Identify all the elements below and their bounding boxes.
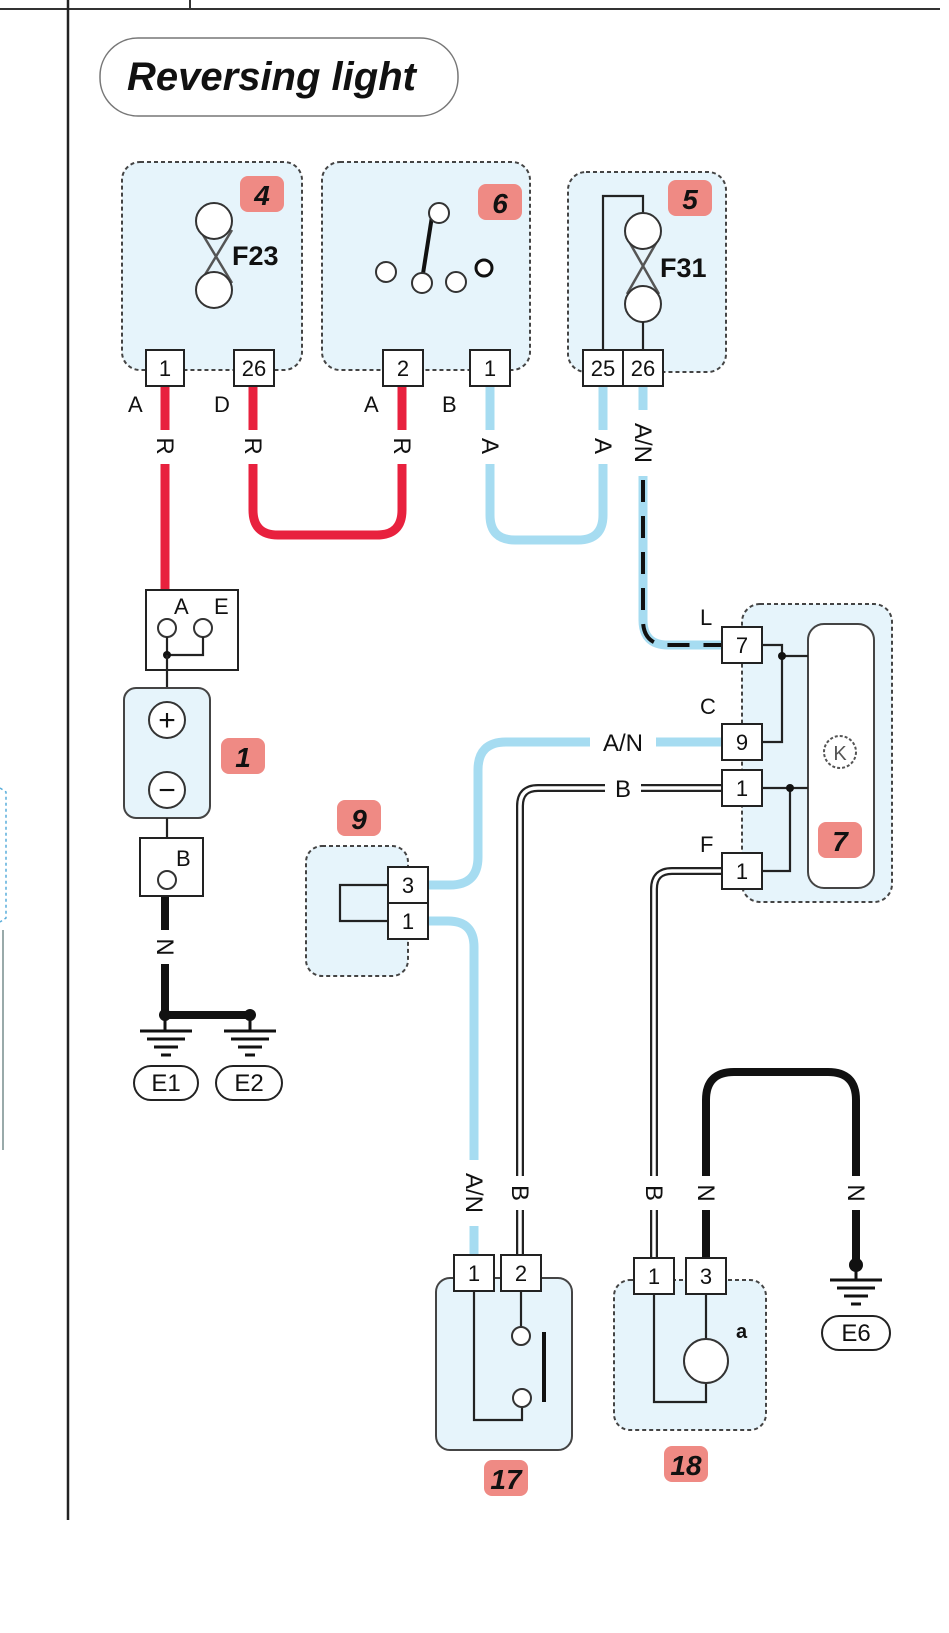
component-badge-7: 7	[832, 826, 849, 857]
wire-code-blue2: A	[589, 438, 616, 454]
letter-7-c: C	[700, 694, 716, 719]
pin-17-1: 1	[468, 1261, 480, 1286]
n-wire-ground	[702, 1068, 860, 1265]
fuse-label-f23: F23	[232, 241, 279, 271]
pin-7-9: 9	[736, 730, 748, 755]
wire-code-red1: R	[151, 437, 178, 454]
letter-battery-e: E	[214, 594, 229, 619]
pin-9-3: 3	[402, 873, 414, 898]
svg-text:K: K	[833, 743, 847, 765]
letter-7-l: L	[700, 605, 712, 630]
component-18-lamp: 1 3 a 18	[613, 1257, 767, 1482]
ground-label-e6: E6	[841, 1320, 870, 1347]
title-badge: Reversing light	[99, 37, 459, 117]
wire-code-b-horizontal: B	[615, 776, 631, 803]
ground-e6: E6	[821, 1265, 891, 1351]
component-7-control-unit: K 7 7 9 1 1 L C F	[700, 603, 893, 903]
wire-code-an-vertical: A/N	[629, 423, 656, 463]
wire-code-blue1: A	[476, 438, 503, 454]
component-badge-5: 5	[682, 184, 698, 215]
component-badge-4: 4	[253, 180, 270, 211]
wire-code-an-horizontal: A/N	[603, 730, 643, 757]
component-9-connector: 9 3 1	[305, 800, 429, 977]
component-1-battery: A E + − 1 B	[123, 589, 265, 897]
wire-code-red3: R	[388, 437, 415, 454]
pin-4-1: 1	[159, 356, 171, 381]
component-badge-17: 17	[490, 1464, 523, 1495]
pin-4-26: 26	[242, 356, 266, 381]
pin-7-1b: 1	[736, 859, 748, 884]
switch-icon	[375, 202, 494, 294]
pin-5-26: 26	[631, 356, 655, 381]
component-6-switch: 6 2 1 A B	[321, 161, 531, 417]
page-title: Reversing light	[127, 55, 418, 99]
pin-5-25: 25	[591, 356, 615, 381]
ground-label-e1: E1	[151, 1070, 180, 1097]
page-frame	[0, 0, 940, 1520]
pin-18-3: 3	[700, 1264, 712, 1289]
letter-7-f: F	[700, 832, 713, 857]
letter-6-a: A	[364, 392, 379, 417]
wire-labels: R R R A A A/N A/N B N A/N B B N N	[150, 410, 871, 1226]
letter-battery-b: B	[176, 846, 191, 871]
lamp-label-a: a	[736, 1321, 748, 1343]
component-badge-1: 1	[235, 742, 251, 773]
pin-7-7: 7	[736, 633, 748, 658]
pin-9-1: 1	[402, 909, 414, 934]
component-badge-9: 9	[351, 804, 367, 835]
red-wire-2	[248, 385, 407, 540]
ground-e1: E1	[133, 1029, 199, 1101]
wire-code-red2: R	[239, 437, 266, 454]
component-badge-18: 18	[670, 1450, 702, 1481]
blue-wire-to-17	[418, 916, 479, 1255]
pin-18-1: 1	[648, 1264, 660, 1289]
ground-label-e2: E2	[234, 1070, 263, 1097]
letter-4-a: A	[128, 392, 143, 417]
wire-code-battery-ground: N	[151, 938, 178, 955]
ground-e2: E2	[215, 1029, 283, 1101]
b-wire2-inner	[652, 869, 722, 1258]
fuse-icon	[624, 212, 662, 323]
pin-17-2: 2	[515, 1261, 527, 1286]
letter-battery-a: A	[174, 594, 189, 619]
component-17-switch: 1 2 17	[435, 1254, 573, 1496]
blue-wire-an-horizontal	[418, 737, 722, 890]
letter-6-b: B	[442, 392, 457, 417]
wires	[159, 385, 863, 1272]
dashed-black-overlay	[641, 480, 722, 647]
wire-code-to17-an: A/N	[460, 1173, 487, 1213]
fuse-icon	[195, 202, 234, 309]
wire-code-to18-b: B	[640, 1185, 667, 1201]
battery-minus-icon: −	[158, 774, 176, 807]
pin-6-2: 2	[397, 356, 409, 381]
component-5-fuse-box: 5 F31 25 26	[567, 171, 727, 387]
fuse-label-f31: F31	[660, 253, 707, 283]
battery-plus-icon: +	[158, 704, 176, 737]
wire-code-to17-b: B	[506, 1185, 533, 1201]
b-wire-inner	[518, 786, 722, 1255]
wire-code-ground-n: N	[842, 1184, 869, 1201]
wire-code-to18-n: N	[692, 1184, 719, 1201]
component-4-fuse-box: 4 F23 1 26 A D	[121, 161, 303, 417]
pin-7-1a: 1	[736, 776, 748, 801]
component-badge-6: 6	[492, 188, 508, 219]
letter-4-d: D	[214, 392, 230, 417]
pin-6-1: 1	[484, 356, 496, 381]
blue-wire-loop	[485, 385, 608, 545]
